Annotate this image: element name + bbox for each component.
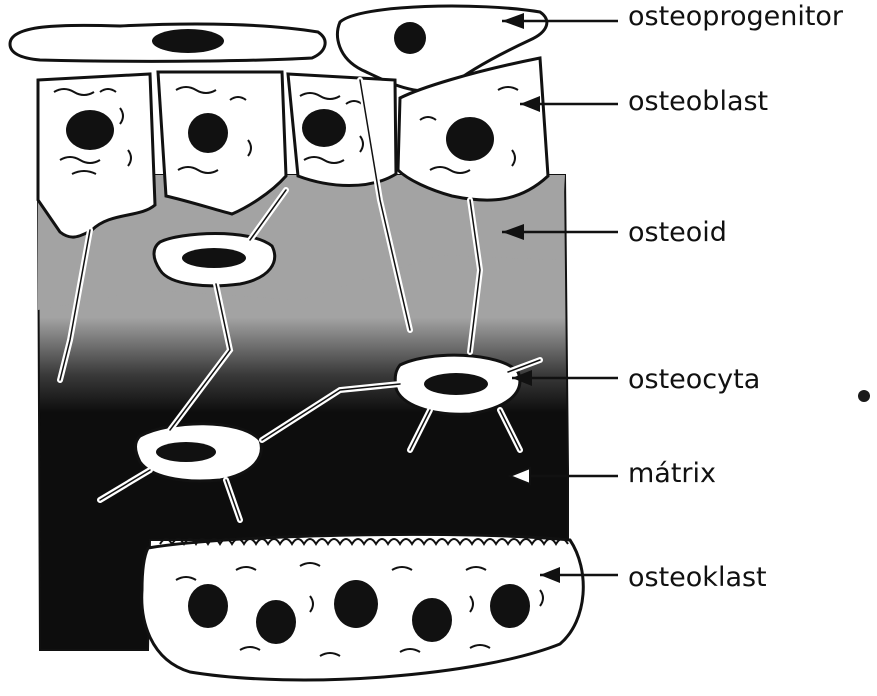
- label-osteocyta: osteocyta: [628, 364, 760, 396]
- label-matrix: mátrix: [628, 458, 716, 490]
- label-osteoprogenitor: osteoprogenitor: [628, 1, 843, 33]
- label-osteoblast: osteoblast: [628, 86, 768, 118]
- bullet-dot: [858, 390, 870, 402]
- label-osteoklast: osteoklast: [628, 562, 767, 594]
- label-osteoid: osteoid: [628, 217, 727, 249]
- osteoclast-cell: [142, 534, 584, 679]
